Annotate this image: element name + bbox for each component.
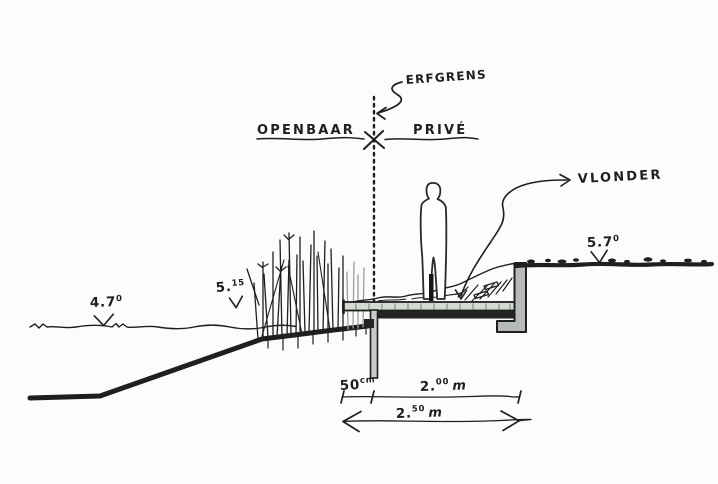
person-figure [419,182,448,301]
deck-post [369,309,379,379]
bank-revetment-ticks [267,325,367,351]
water-surface [29,322,297,330]
svg-text:5.70: 5.70 [587,234,621,251]
vlonder-annotation: VLONDER [454,168,663,300]
vlonder-label: VLONDER [577,168,663,187]
level-garden: 5.70 [587,234,621,264]
reeds [246,230,365,340]
left-bank-slope [27,323,371,401]
dim-overhang: 50cm [339,375,376,394]
retaining-wall [496,262,527,333]
erfgrens-arrow [377,81,403,114]
garden-slope [349,262,515,304]
dim-line-total [343,418,532,423]
dim-total-arrowheads [342,410,520,433]
erfgrens-arrowhead-icon [376,106,387,120]
level-water: 4.70 [90,294,124,327]
bank-post-junction [364,319,374,328]
zone-label-prive: PRIVÉ [413,122,467,138]
deck-under-beam [374,310,514,319]
property-boundary: OPENBAAR PRIVÉ ERFGRENS [256,67,487,304]
dim-ticks [340,390,522,404]
svg-text:4.70: 4.70 [90,294,124,311]
garden-ground [513,257,715,269]
dim-line-upper [341,395,520,398]
zone-label-openbaar: OPENBAAR [257,123,355,138]
vlonder-arrowhead-icon [454,173,571,300]
deck-structure [342,262,527,379]
erfgrens-annotation: ERFGRENS [376,67,487,120]
dark-post-at-feet [429,274,434,301]
zone-divider-line [256,136,479,141]
level-reed-bank: 5.15 [215,278,246,309]
svg-text:5.15: 5.15 [215,278,246,296]
erfgrens-label: ERFGRENS [405,67,487,87]
vlonder-leader [460,179,568,297]
boundary-x-mark [363,130,385,150]
ground-pebbles [527,257,707,264]
deck-plank-ticks [355,303,511,310]
slope-step-blocks [473,281,500,300]
